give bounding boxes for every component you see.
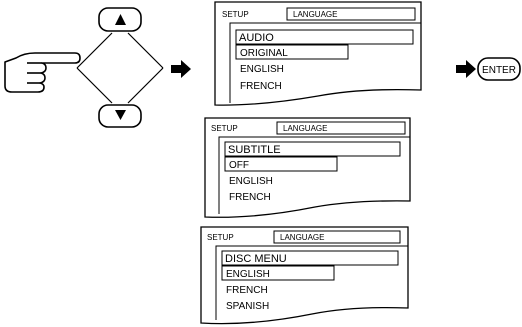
menu-title-box: [224, 141, 401, 157]
menu-title-box: [235, 29, 414, 45]
down-button[interactable]: [98, 104, 142, 128]
screen-disc-menu: SETUP LANGUAGE DISC MENU ENGLISH FRENCH …: [200, 226, 409, 325]
pointing-hand-icon: [4, 52, 81, 93]
language-tab-label: LANGUAGE: [283, 124, 327, 133]
menu-panel: [215, 245, 408, 320]
option-item: ORIGINAL: [240, 48, 288, 59]
screen-header: SETUP: [222, 10, 249, 19]
screen-header: SETUP: [207, 233, 234, 242]
option-item: ENGLISH: [229, 176, 273, 187]
menu-title: AUDIO: [239, 32, 274, 44]
right-arrow-icon: [456, 60, 476, 78]
option-item: FRENCH: [226, 285, 268, 296]
enter-button[interactable]: ENTER: [477, 57, 521, 81]
highlight-box: [235, 44, 349, 60]
option-item: SPANISH: [226, 301, 269, 312]
down-triangle-icon: [115, 110, 126, 120]
highlight-box: [224, 156, 338, 172]
highlight-box: [221, 265, 335, 281]
screen-audio: SETUP LANGUAGE AUDIO ORIGINAL ENGLISH FR…: [214, 1, 422, 106]
screen-header: SETUP: [211, 124, 238, 133]
language-tab: [286, 7, 416, 21]
option-item: FRENCH: [240, 81, 282, 92]
menu-panel: [218, 136, 410, 214]
language-tab-label: LANGUAGE: [293, 10, 337, 19]
enter-button-label: ENTER: [482, 65, 516, 76]
up-triangle-icon: [115, 14, 126, 25]
option-item: OFF: [229, 160, 249, 171]
language-tab-label: LANGUAGE: [280, 233, 324, 242]
language-tab: [273, 230, 401, 244]
right-arrow-icon: [171, 60, 191, 78]
menu-title-box: [221, 250, 399, 266]
menu-title: DISC MENU: [225, 253, 287, 265]
screen-subtitle: SETUP LANGUAGE SUBTITLE OFF ENGLISH FREN…: [204, 117, 411, 218]
navigation-diamond: [76, 32, 164, 104]
option-item: ENGLISH: [240, 64, 284, 75]
option-item: ENGLISH: [226, 269, 270, 280]
menu-title: SUBTITLE: [228, 144, 281, 156]
language-tab: [276, 121, 406, 135]
menu-panel: [229, 22, 421, 103]
option-item: FRENCH: [229, 192, 271, 203]
up-button[interactable]: [98, 7, 142, 32]
